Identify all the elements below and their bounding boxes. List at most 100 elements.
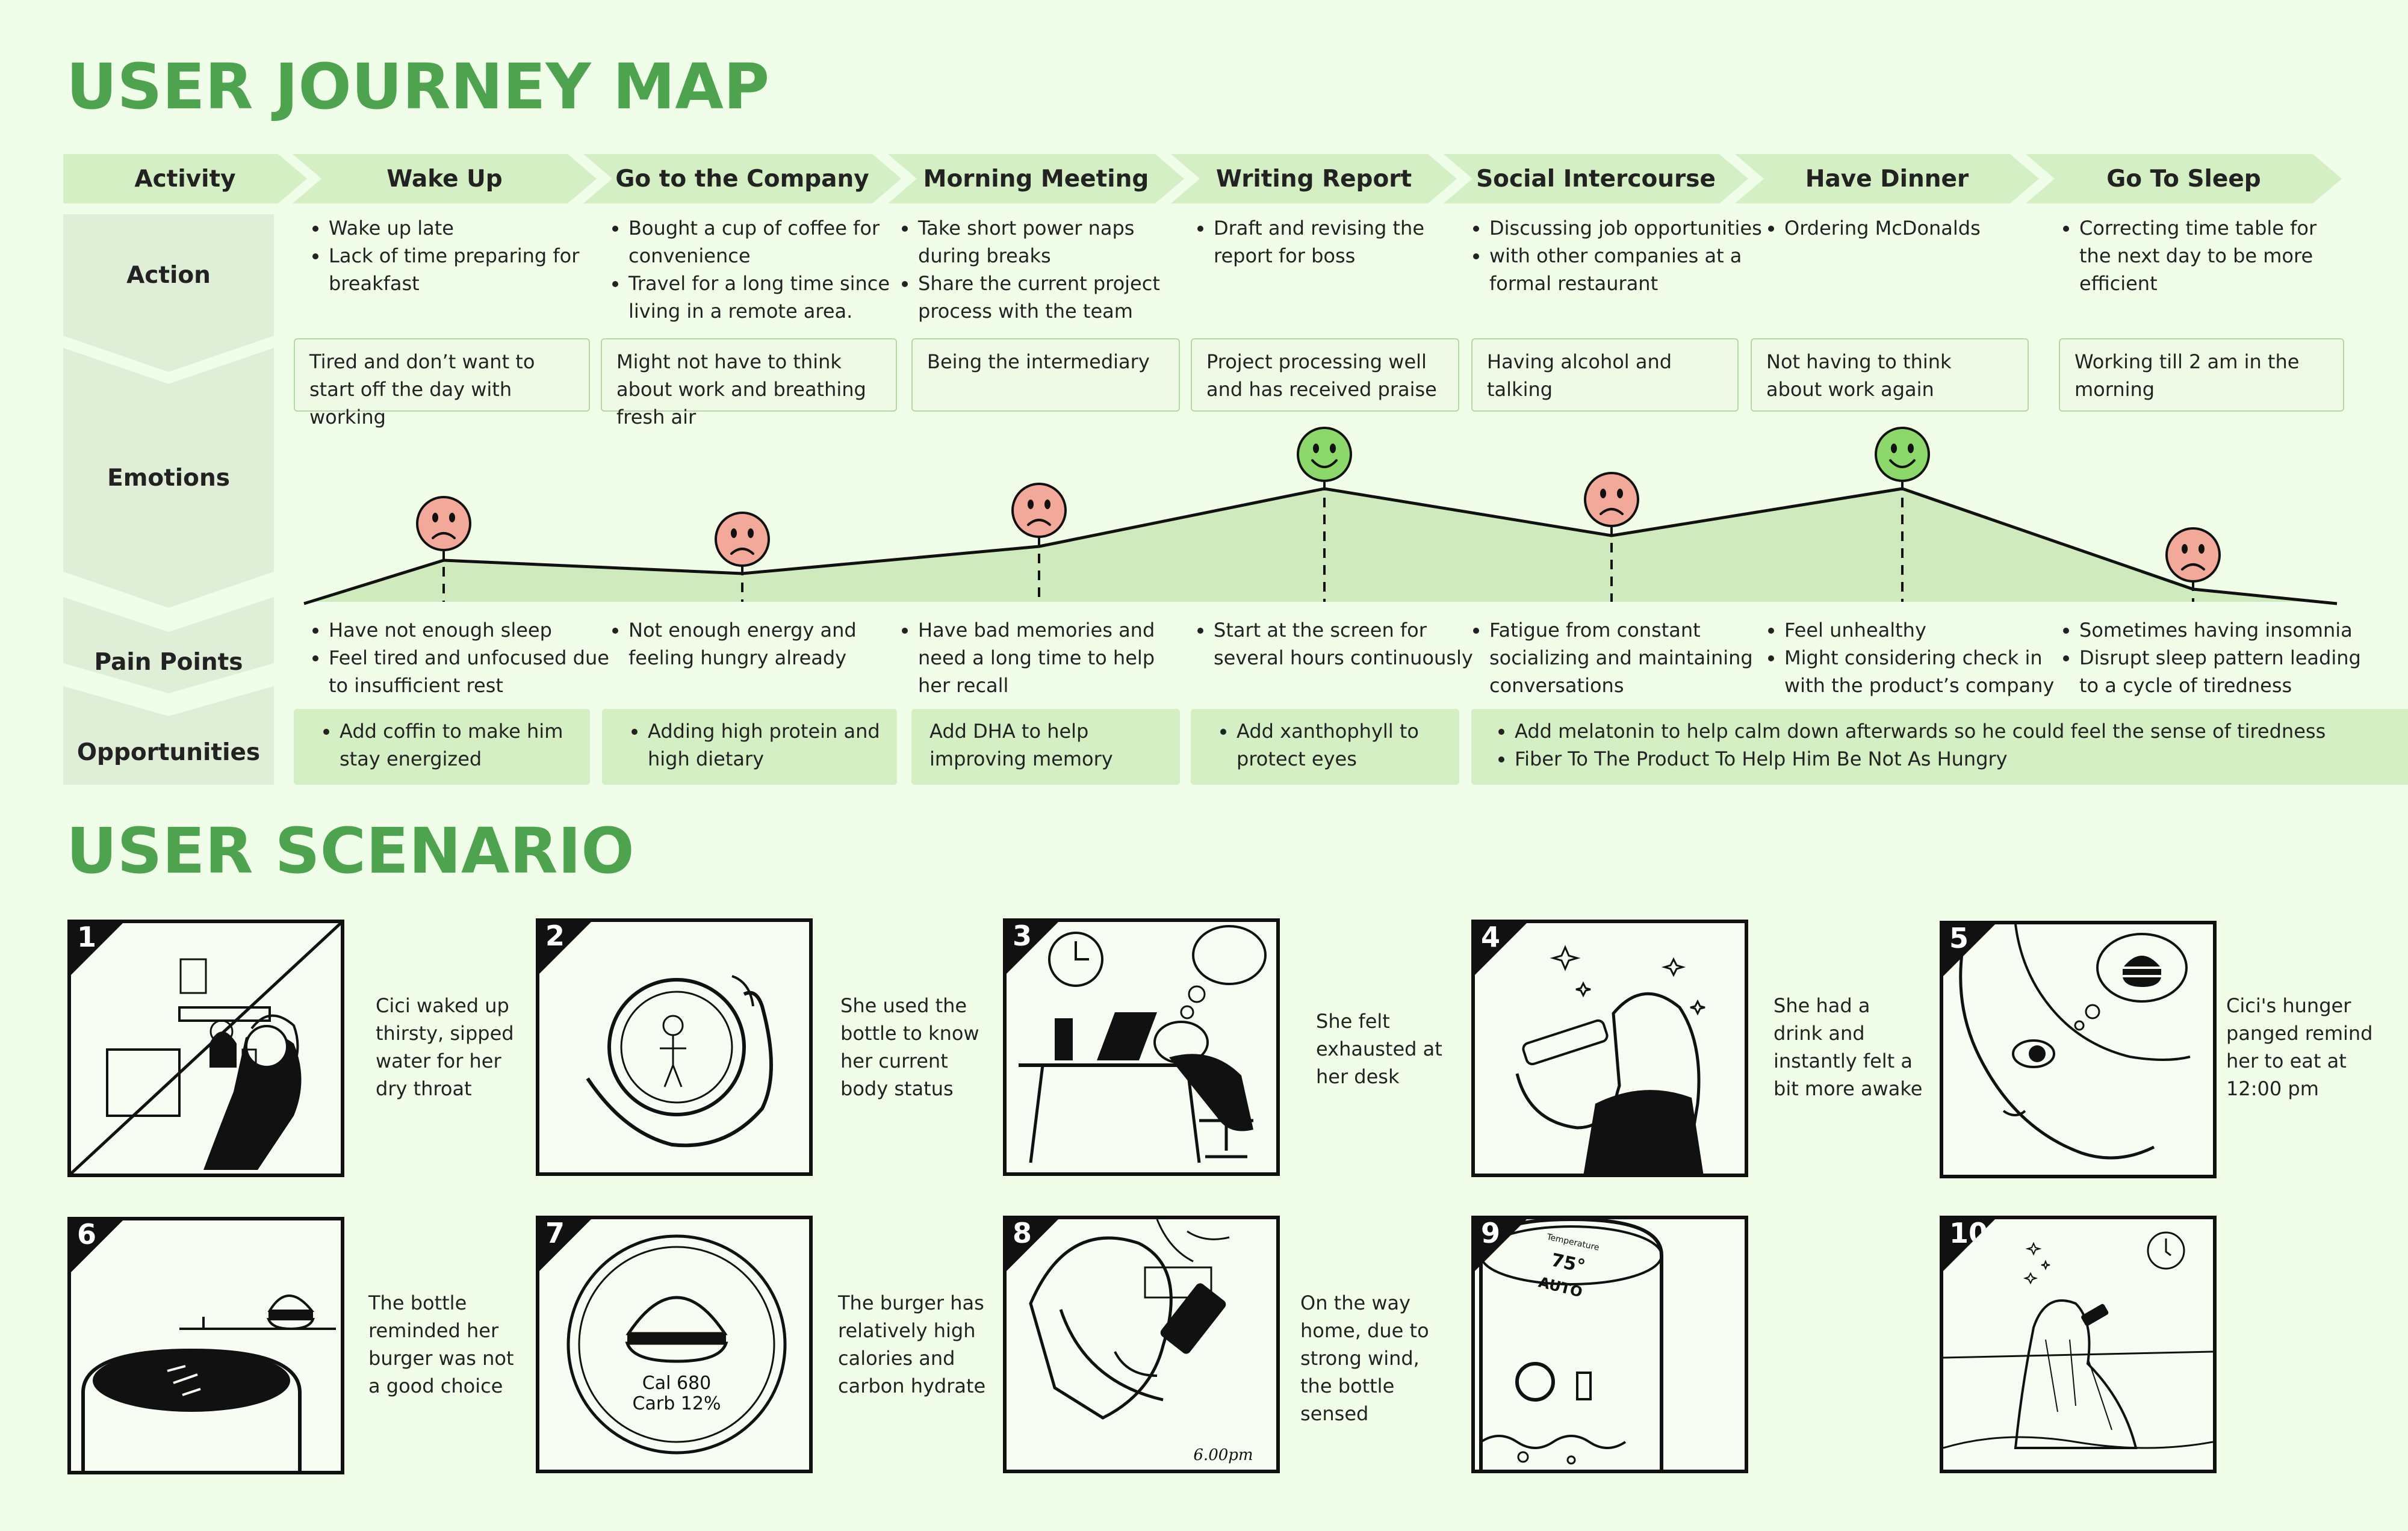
scenario-panel-2: 2 [536, 918, 813, 1176]
mode-label: AUTO [1537, 1273, 1584, 1301]
pain-point-item: Disrupt sleep pattern leading to a cycle… [2079, 644, 2380, 699]
time-text: 6.00pm [1193, 1446, 1253, 1464]
pain-point-item: Might considering check in with the prod… [1784, 644, 2067, 699]
action-item: Correcting time table for the next day t… [2079, 214, 2344, 297]
scenario-panel-9: Temperature 75° AUTO 9 [1471, 1216, 1748, 1473]
pain-point-item: Fatigue from constant socializing and ma… [1489, 616, 1772, 699]
scenario-caption-8: On the way home, due to strong wind, the… [1300, 1291, 1429, 1425]
pain-point-item: Feel unhealthy [1784, 616, 2067, 644]
journey-map-title: USER JOURNEY MAP [66, 50, 770, 123]
action-item: with other companies at a formal restaur… [1489, 242, 1772, 297]
actions-morning-meeting: Take short power naps during breaks Shar… [890, 214, 1195, 325]
actions-go-to-company: Bought a cup of coffee for convenience T… [601, 214, 905, 325]
pain-points-social-intercourse: Fatigue from constant socializing and ma… [1462, 616, 1772, 699]
scene-drinking-sparkles [1515, 945, 1705, 1174]
scene-hand-bottle-cap [586, 975, 773, 1148]
scenario-caption-5: Cici's hunger panged remind her to eat a… [2226, 994, 2373, 1100]
scenario-panel-3: 3 [1003, 918, 1280, 1176]
opportunity-item: Add melatonin to help calm down afterwar… [1515, 717, 2408, 745]
pain-point-item: Not enough energy and feeling hungry alr… [628, 616, 899, 672]
scenario-caption-6: The bottle reminded her burger was not a… [368, 1291, 514, 1397]
opportunity-box-morning-meeting: Add DHA to help improving memory [911, 709, 1180, 785]
temperature-value: 75° [1549, 1249, 1587, 1277]
pain-points-have-dinner: Feel unhealthy Might considering check i… [1757, 616, 2067, 699]
happy-face-icon [1297, 427, 1352, 482]
emotion-note-wake-up: Tired and don’t want to start off the da… [294, 338, 590, 428]
emotion-note-have-dinner: Not having to think about work again [1751, 338, 2029, 412]
action-item: Share the current project process with t… [918, 270, 1195, 325]
stage-header-go-to-sleep: Go To Sleep [2026, 154, 2342, 203]
emotion-note-social-intercourse: Having alcohol and talking [1471, 338, 1739, 412]
actions-have-dinner: Ordering McDonalds [1757, 214, 2049, 242]
emotion-note-go-to-sleep: Working till 2 am in the morning [2059, 338, 2344, 412]
emotion-faces [416, 427, 2221, 583]
emotion-curve-chart [303, 427, 2338, 605]
action-item: Draft and revising the report for boss [1214, 214, 1472, 270]
scenario-caption-2: She used the bottle to know her current … [840, 994, 979, 1100]
stage-header-go-to-company: Go to the Company [583, 154, 901, 203]
scenario-panel-10: 10 [1940, 1216, 2217, 1473]
pain-point-item: Have bad memories and need a long time t… [918, 616, 1189, 699]
user-scenario-title: USER SCENARIO [66, 814, 635, 888]
pain-points-writing-report: Start at the screen for several hours co… [1186, 616, 1485, 672]
emotion-drop-lines [442, 481, 2194, 602]
actions-social-intercourse: Discussing job opportunities with other … [1462, 214, 1772, 297]
scenario-panel-6: 6 [67, 1217, 344, 1474]
pain-points-morning-meeting: Have bad memories and need a long time t… [890, 616, 1189, 699]
opportunity-item: Adding high protein and high dietary [648, 717, 885, 773]
stage-header-have-dinner: Have Dinner [1735, 154, 2039, 203]
pain-points-go-to-company: Not enough energy and feeling hungry alr… [601, 616, 899, 672]
scenario-panel-7: Cal 680 Carb 12% 7 [536, 1216, 813, 1473]
scene-face-burger-thought [1959, 924, 2191, 1160]
action-item: Discussing job opportunities [1489, 214, 1772, 242]
emotion-note-go-to-company: Might not have to think about work and b… [601, 338, 897, 428]
scenario-caption-1: Cici waked up thirsty, sipped water for … [376, 994, 514, 1100]
opportunity-box-wake-up: Add coffin to make him stay energized [294, 709, 590, 785]
opportunity-box-writing-report: Add xanthophyll to protect eyes [1191, 709, 1459, 785]
scene-bottle-temperature: Temperature 75° AUTO [1479, 1219, 1663, 1470]
scene-burger-display: Cal 680 Carb 12% [566, 1234, 787, 1455]
pain-points-wake-up: Have not enough sleep Feel tired and unf… [301, 616, 612, 699]
scenario-panel-5: 5 [1940, 921, 2217, 1178]
opportunity-item: Add xanthophyll to protect eyes [1237, 717, 1447, 773]
action-item: Travel for a long time since living in a… [628, 270, 905, 325]
emotion-note-writing-report: Project processing well and has received… [1191, 338, 1459, 412]
row-label-emotions: Emotions [63, 348, 274, 608]
burger-calorie-text: Cal 680 [642, 1373, 711, 1394]
actions-go-to-sleep: Correcting time table for the next day t… [2052, 214, 2344, 297]
emotion-area [304, 489, 2337, 604]
scene-bottle-burger-table [81, 1294, 336, 1471]
happy-face-icon [1875, 427, 1930, 482]
action-item: Bought a cup of coffee for convenience [628, 214, 905, 270]
pain-point-item: Feel tired and unfocused due to insuffic… [329, 644, 612, 699]
stage-header-writing-report: Writing Report [1171, 154, 1457, 203]
sad-face-icon [1011, 483, 1067, 538]
sad-face-icon [715, 512, 770, 567]
scene-walking-phone: 6.00pm [1029, 1219, 1253, 1464]
sad-face-icon [1584, 472, 1639, 527]
actions-writing-report: Draft and revising the report for boss [1186, 214, 1472, 270]
scenario-panel-1: 1 [67, 920, 344, 1177]
sad-face-icon [416, 496, 471, 551]
scene-desk-nap [1019, 925, 1267, 1163]
action-item: Lack of time preparing for breakfast [329, 242, 606, 297]
actions-wake-up: Wake up late Lack of time preparing for … [301, 214, 606, 297]
stage-header-social-intercourse: Social Intercourse [1444, 154, 1748, 203]
opportunity-item: Add DHA to help improving memory [929, 720, 1113, 770]
opportunity-box-go-to-company: Adding high protein and high dietary [602, 709, 897, 785]
opportunity-item: Fiber To The Product To Help Him Be Not … [1515, 745, 2408, 773]
scenario-caption-4: She had a drink and instantly felt a bit… [1773, 994, 1923, 1100]
burger-carb-text: Carb 12% [633, 1393, 721, 1414]
activity-header-label: Activity [63, 154, 307, 203]
pain-point-item: Sometimes having insomnia [2079, 616, 2380, 644]
opportunity-box-evening: Add melatonin to help calm down afterwar… [1471, 709, 2408, 785]
scene-bedroom-drinking [71, 923, 341, 1174]
pain-point-item: Have not enough sleep [329, 616, 612, 644]
row-label-opportunities: Opportunities [63, 686, 274, 785]
scenario-caption-3: She felt exhausted at her desk [1316, 1010, 1442, 1088]
scenario-panel-8: 6.00pm 8 [1003, 1216, 1280, 1473]
pain-points-go-to-sleep: Sometimes having insomnia Disrupt sleep … [2052, 616, 2380, 699]
action-item: Ordering McDonalds [1784, 214, 2049, 242]
scenario-panel-4: 4 [1471, 920, 1748, 1177]
stage-header-morning-meeting: Morning Meeting [888, 154, 1184, 203]
